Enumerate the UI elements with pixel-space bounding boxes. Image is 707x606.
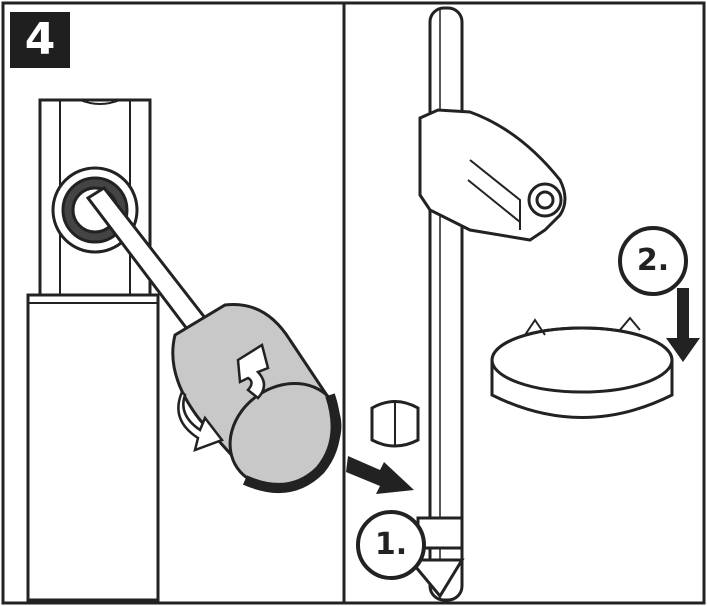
step-number-badge: 4 bbox=[10, 12, 70, 68]
substep-2-label: 2. bbox=[618, 226, 688, 296]
wall-mount-base bbox=[26, 293, 160, 602]
down-arrow-icon bbox=[666, 288, 700, 362]
right-arrow-icon bbox=[346, 456, 414, 494]
rotate-arrow-icon bbox=[177, 343, 270, 452]
left-panel bbox=[26, 98, 342, 602]
rail-clip bbox=[370, 400, 420, 448]
soap-dish-ring bbox=[490, 316, 674, 419]
slider-head bbox=[418, 108, 567, 242]
right-panel bbox=[370, 6, 674, 602]
shower-rail bbox=[428, 6, 464, 602]
substep-1-label: 1. bbox=[356, 510, 426, 580]
